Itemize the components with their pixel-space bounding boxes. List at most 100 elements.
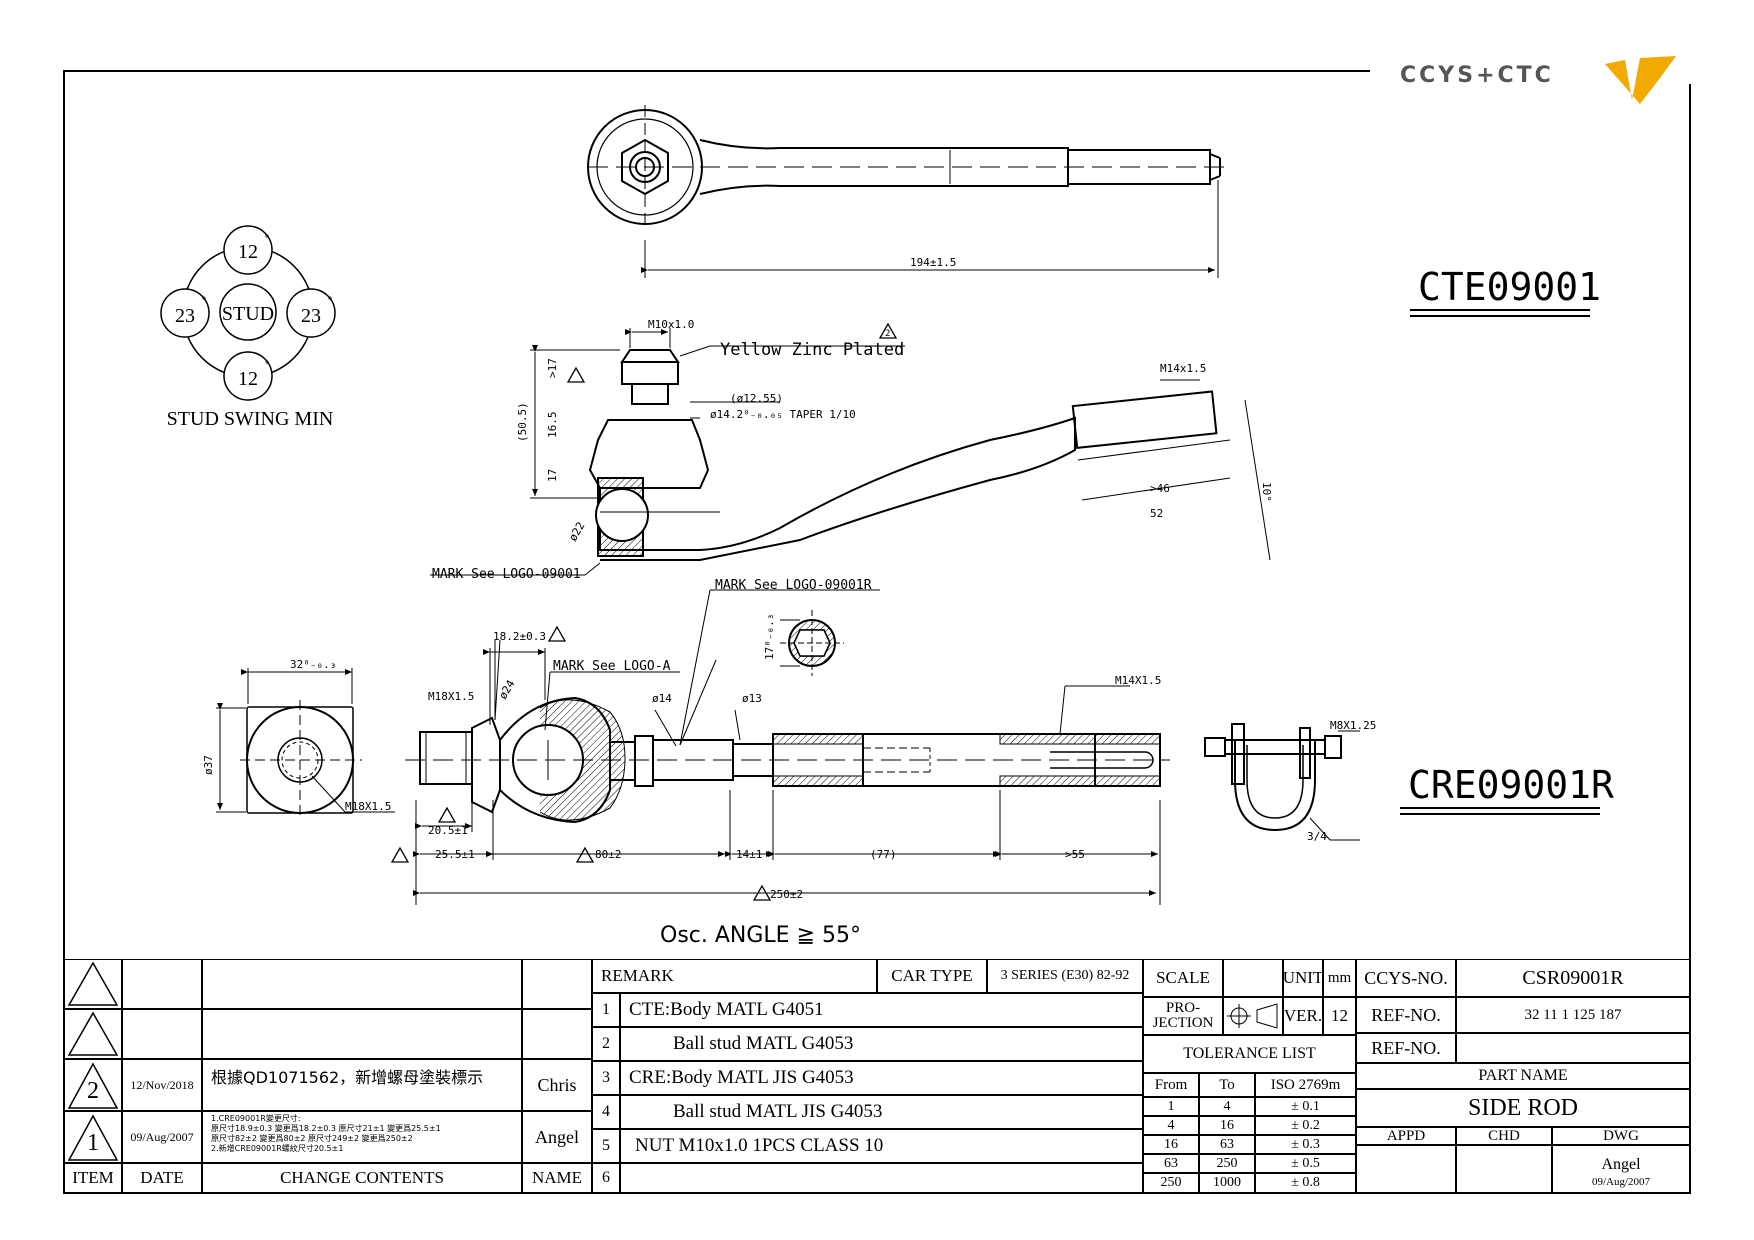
contents-header: CHANGE CONTENTS — [202, 1163, 522, 1193]
tol-iso-header: ISO 2769m — [1255, 1073, 1356, 1097]
revision-triangle-icon — [67, 1011, 119, 1056]
ref-no-label: REF-NO. — [1356, 997, 1456, 1033]
rev-1-number: 1 — [87, 1129, 99, 1156]
cre-dim-77: (77) — [870, 848, 897, 861]
cre-dim-32: 32⁰₋₀.₃ — [290, 658, 336, 671]
cre-dim-250: 250±2 — [770, 888, 803, 901]
svg-text:2: 2 — [885, 329, 890, 339]
cte-dim-165: 16.5 — [546, 412, 559, 439]
tol-value: ± 0.5 — [1255, 1154, 1356, 1173]
cte-dim-17a: >17 — [546, 358, 559, 378]
tol-from-header: From — [1143, 1073, 1199, 1097]
tol-from: 4 — [1143, 1116, 1199, 1135]
rev-2-contents: 根據QD1071562，新增螺母塗裝標示 — [202, 1059, 522, 1111]
rev-2-number: 2 — [87, 1077, 99, 1104]
tol-to: 16 — [1199, 1116, 1255, 1135]
tol-to: 63 — [1199, 1135, 1255, 1154]
cte-top-view — [587, 105, 1225, 278]
title-block: 2 12/Nov/2018 根據QD1071562，新增螺母塗裝標示 Chris… — [64, 959, 1690, 1193]
tol-from: 250 — [1143, 1173, 1199, 1193]
cte-dim-10: 10° — [1260, 482, 1273, 502]
third-angle-projection-icon — [1227, 1003, 1278, 1029]
projection-label: PRO- JECTION — [1143, 997, 1223, 1035]
car-type-value: 3 SERIES (E30) 82-92 — [987, 959, 1143, 993]
cre-mark-r-note: MARK See LOGO-09001R — [715, 578, 872, 593]
sheet-border — [63, 70, 1691, 1194]
tolerance-title: TOLERANCE LIST — [1143, 1035, 1356, 1073]
remark-text: CTE:Body MATL G4051 — [620, 993, 1143, 1027]
cte-dim-22: ø22 — [566, 520, 587, 544]
cre-part-label: CRE09001R — [1408, 763, 1614, 807]
unit-label: UNIT — [1283, 959, 1323, 997]
tol-value: ± 0.1 — [1255, 1097, 1356, 1116]
chd-label: CHD — [1456, 1127, 1552, 1145]
stud-bottom-deg: 12 — [238, 368, 258, 390]
rev-2-cell: 2 — [64, 1059, 122, 1111]
ref-no-value: 32 11 1 125 187 — [1456, 997, 1690, 1033]
name-header: NAME — [522, 1163, 592, 1193]
stud-left-deg: 23 — [175, 305, 195, 327]
ver-label: VER. — [1283, 997, 1323, 1035]
stud-top-deg: 12 — [238, 241, 258, 263]
remark-no: 3 — [592, 1061, 620, 1095]
stud-swing-caption: STUD SWING MIN — [167, 408, 334, 430]
tol-from: 63 — [1143, 1154, 1199, 1173]
cre-m18-top: M18X1.5 — [428, 690, 474, 703]
cre-frac: 3/4 — [1307, 830, 1327, 843]
cre-dim-14: 14±1 — [736, 848, 763, 861]
remark-text — [620, 1163, 1143, 1193]
tol-to: 4 — [1199, 1097, 1255, 1116]
cre-dim-80: 80±2 — [595, 848, 622, 861]
appd-signature — [1356, 1145, 1456, 1193]
cre-mark-a-note: MARK See LOGO-A — [553, 659, 671, 674]
car-type-label: CAR TYPE — [877, 959, 987, 993]
projection-symbol — [1223, 997, 1283, 1035]
remark-no: 6 — [592, 1163, 620, 1193]
svg-text:°: ° — [327, 296, 333, 307]
tol-to: 1000 — [1199, 1173, 1255, 1193]
rev-1-date: 09/Aug/2007 — [122, 1111, 202, 1163]
cre-dim-24: ø24 — [496, 677, 517, 701]
cre-clamp-view — [1204, 723, 1342, 832]
cte-dim-17b: 17 — [546, 469, 559, 482]
cte-plating-note: Yellow Zinc Plated — [720, 340, 904, 360]
svg-text:°: ° — [264, 360, 270, 371]
chd-signature — [1456, 1145, 1552, 1193]
cte-part-label: CTE09001 — [1418, 265, 1601, 309]
tol-from: 16 — [1143, 1135, 1199, 1154]
cre-dim-17: 17⁰₋₀.₃ — [763, 614, 776, 660]
ccys-no-value: CSR09001R — [1456, 959, 1690, 997]
scale-value — [1223, 959, 1283, 997]
remark-text: Ball stud MATL G4053 — [620, 1027, 1143, 1061]
cre-dim-182: 18.2±0.3 — [493, 630, 546, 643]
cre-dim-55: >55 — [1065, 848, 1085, 861]
logo-text: CCYS+CTC — [1400, 63, 1554, 88]
rev-1-name: Angel — [522, 1111, 592, 1163]
revision-triangle-icon — [67, 961, 119, 1006]
cre-m18-side: M18X1.5 — [345, 800, 391, 813]
cte-length-dim: 194±1.5 — [910, 256, 956, 269]
deg-mark: ° — [264, 234, 270, 245]
dwg-name: Angel — [1601, 1156, 1641, 1173]
cte-dim-52: 52 — [1150, 507, 1163, 520]
tol-to: 250 — [1199, 1154, 1255, 1173]
stud-swing-diagram — [160, 225, 336, 401]
oscillation-angle-note: Osc. ANGLE ≧ 55° — [660, 923, 861, 948]
rev-triangle-cell — [64, 959, 122, 1009]
cre-side-view — [405, 696, 1170, 824]
revision-2-triangle: 2 — [566, 322, 898, 383]
revision-1-triangles — [390, 625, 772, 901]
logo-mark-icon — [1605, 56, 1676, 104]
ref-no-2-value — [1456, 1033, 1690, 1063]
remark-no: 1 — [592, 993, 620, 1027]
remark-no: 2 — [592, 1027, 620, 1061]
cte-m10-dim: M10x1.0 — [648, 318, 694, 331]
cre-dia-13: ø13 — [742, 692, 762, 705]
dwg-signature: Angel 09/Aug/2007 — [1552, 1145, 1690, 1193]
cte-side-view — [588, 349, 1218, 561]
cte-mark-note: MARK See LOGO-09001 — [432, 567, 581, 582]
unit-value: mm — [1323, 959, 1356, 997]
tol-value: ± 0.8 — [1255, 1173, 1356, 1193]
remark-no: 5 — [592, 1129, 620, 1163]
